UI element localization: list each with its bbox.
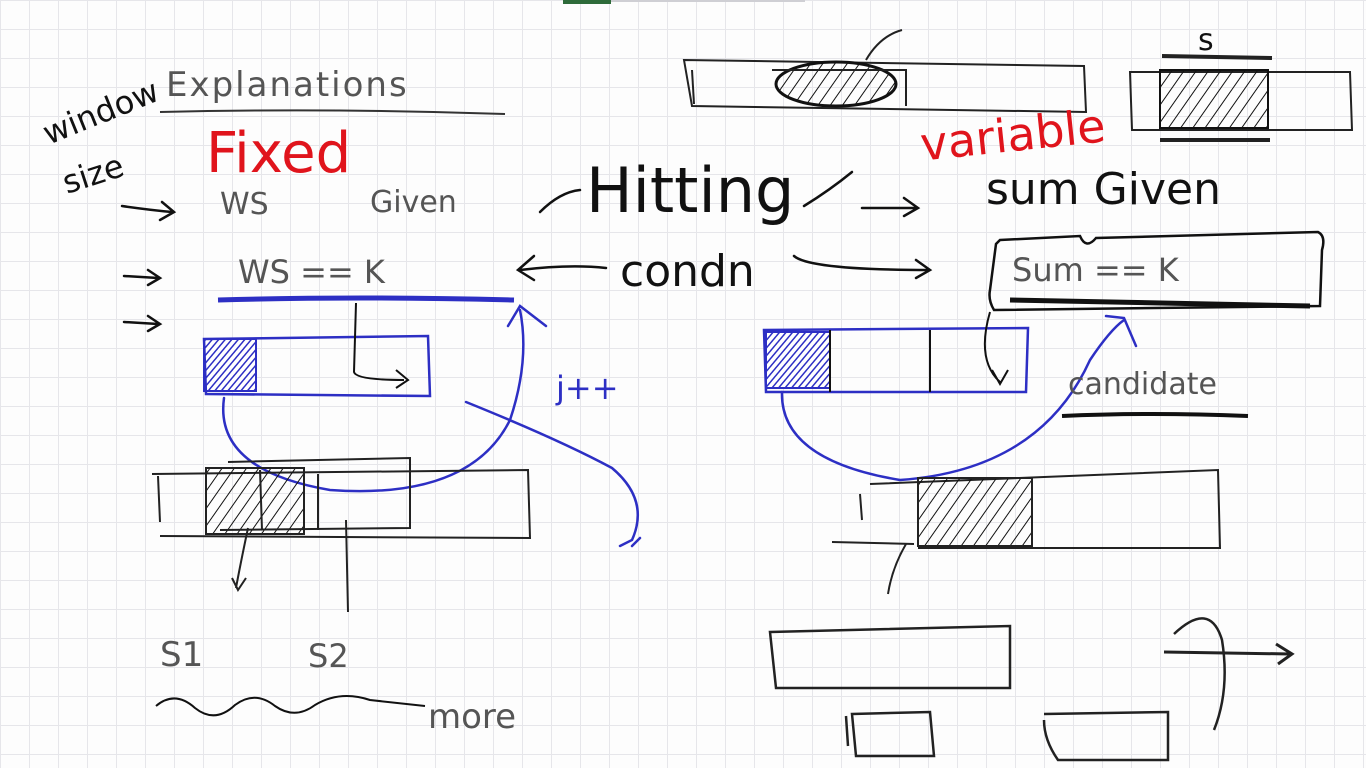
- left-window-box: [202, 302, 432, 398]
- label-fixed: Fixed: [206, 121, 352, 186]
- label-sum-given: sum Given: [986, 164, 1221, 215]
- arrow-condn-left: [515, 254, 608, 282]
- label-given-left: Given: [370, 185, 457, 220]
- right-window-box: [762, 311, 1030, 394]
- top-scroll-indicator: [611, 0, 805, 2]
- heading-underline: [159, 109, 506, 115]
- center-arrows: [515, 170, 933, 282]
- arrow-hitting-right: [860, 196, 921, 218]
- heading-explanations: Explanations: [166, 65, 409, 105]
- label-s: s: [1198, 23, 1214, 58]
- check-stroke: [802, 170, 854, 208]
- right-array: [831, 468, 1222, 595]
- left-arrows: [120, 200, 177, 333]
- label-condn: condn: [620, 246, 755, 297]
- bottom-right-shapes: [768, 617, 1295, 762]
- label-ws: WS: [220, 187, 269, 222]
- label-more: more: [428, 697, 517, 737]
- top-progress-indicator: [563, 0, 611, 4]
- left-array: [151, 456, 532, 613]
- blue-curve-up: [221, 308, 525, 493]
- arrow-condn-right: [792, 254, 933, 280]
- condition-underline-left: [217, 295, 515, 303]
- left-blue-curves: [221, 304, 642, 548]
- right-condition: Sum == K: [1012, 251, 1179, 289]
- label-j-increment: j++: [556, 369, 619, 407]
- top-arrays: [682, 29, 1354, 142]
- right-blue-curve: [780, 314, 1138, 482]
- arrow-size-to-ws: [120, 200, 177, 222]
- arrow-hitting-left: [538, 188, 582, 214]
- left-condition: WS == K: [238, 253, 385, 291]
- label-s1: S1: [160, 635, 204, 675]
- label-hitting: Hitting: [586, 154, 795, 227]
- label-candidate: candidate: [1068, 367, 1217, 402]
- label-s2: S2: [308, 637, 349, 675]
- right-condition-box: [988, 230, 1325, 312]
